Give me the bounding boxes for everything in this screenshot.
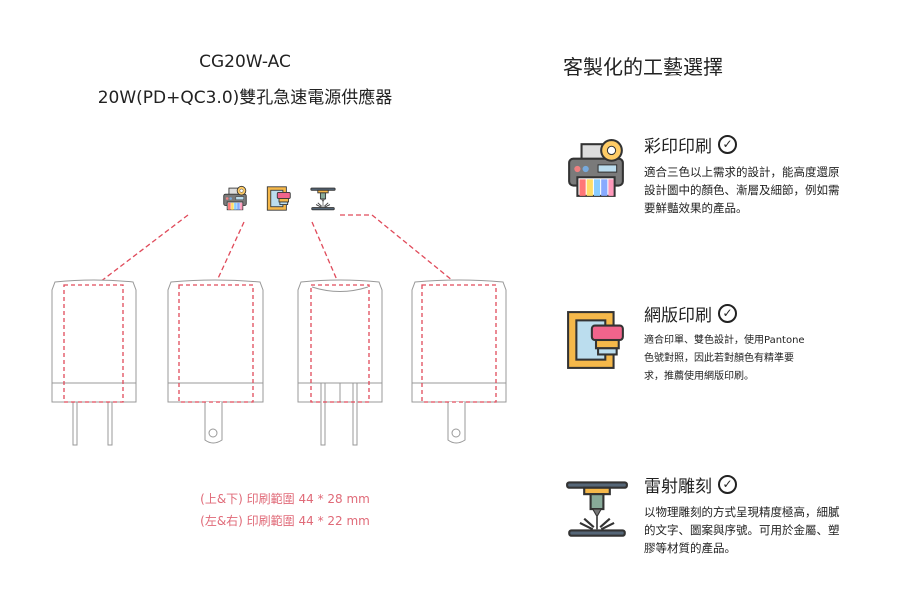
laser-engraving-icon (310, 187, 336, 211)
section-color-print: 彩印印刷 ✓ 適合三色以上需求的設計，能高度還原設計圖中的顏色、漸層及細節，例如需… (644, 132, 844, 217)
product-model: CG20W-AC (199, 52, 291, 72)
screen-print-icon (567, 311, 624, 369)
charger-side-right (411, 279, 507, 444)
laser-engraving-icon (566, 481, 628, 537)
charger-front (51, 279, 137, 446)
section-desc: 適合印單、雙色設計，使用Pantone色號對照，因此若對顏色有精準要求，推薦使用… (644, 335, 805, 382)
charger-back (297, 279, 383, 446)
section-desc: 以物理雕刻的方式呈現精度極高，細膩的文字、圖案與序號。可用於金屬、塑膠等材質的產… (644, 505, 840, 555)
check-circle-icon: ✓ (718, 304, 737, 323)
check-circle-icon: ✓ (718, 135, 737, 154)
section-laser-engraving: 雷射雕刻 ✓ 以物理雕刻的方式呈現精度極高，細膩的文字、圖案與序號。可用於金屬、塑… (644, 472, 844, 557)
color-printer-icon (568, 139, 624, 197)
section-title: 彩印印刷 (644, 137, 712, 157)
print-area-left-right: (左&右) 印刷範圍 44 * 22 mm (200, 514, 370, 528)
screen-print-icon (266, 186, 291, 211)
section-desc: 適合三色以上需求的設計，能高度還原設計圖中的顏色、漸層及細節，例如需要鮮豔效果的… (644, 165, 840, 215)
check-circle-icon: ✓ (718, 475, 737, 494)
section-title: 雷射雕刻 (644, 477, 712, 497)
color-printer-icon (223, 185, 247, 211)
charger-side-left (167, 279, 264, 444)
print-area-top-bottom: (上&下) 印刷範圍 44 * 28 mm (200, 492, 370, 506)
section-screen-print: 網版印刷 ✓ 適合印單、雙色設計，使用Pantone色號對照，因此若對顏色有精準要… (644, 301, 809, 386)
section-title: 網版印刷 (644, 306, 712, 326)
product-name: 20W(PD+QC3.0)雙孔急速電源供應器 (97, 88, 393, 108)
charger-diagram (51, 185, 507, 446)
right-heading: 客製化的工藝選擇 (563, 55, 723, 79)
leader-lines (99, 214, 459, 288)
